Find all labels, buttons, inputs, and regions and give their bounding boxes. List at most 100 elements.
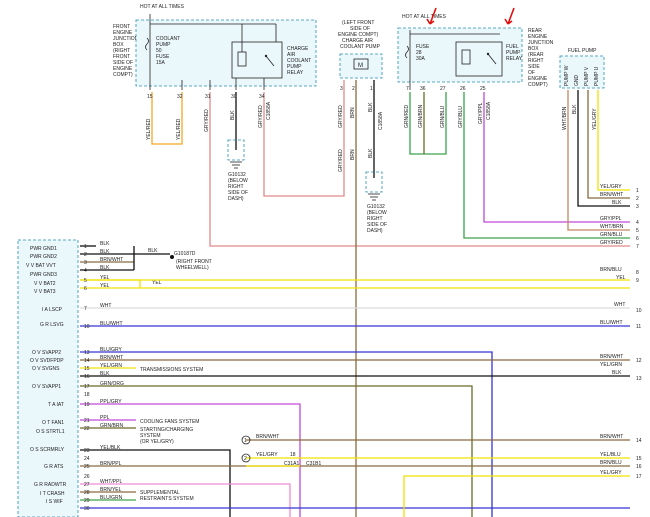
svg-text:BLK: BLK [100, 241, 110, 247]
svg-text:6: 6 [636, 236, 639, 242]
svg-text:(BELOW: (BELOW [228, 178, 248, 184]
svg-text:GRY/BLU: GRY/BLU [458, 106, 464, 128]
svg-text:(RIGHT FRONT: (RIGHT FRONT [176, 259, 212, 265]
svg-text:BLK: BLK [368, 102, 374, 112]
svg-text:50: 50 [156, 48, 162, 54]
ecm-pin-labels: PWR GND1 PWR GND2 V V BAT VVT PWR GND3 V… [26, 246, 67, 505]
svg-text:G R LSVG: G R LSVG [40, 322, 64, 328]
svg-text:31: 31 [205, 94, 211, 100]
rear-junction-box-label: REAR ENGINE JUNCTION BOX (REAR RIGHT SID… [528, 28, 554, 88]
svg-text:O S STRTL1: O S STRTL1 [36, 429, 65, 435]
svg-text:14: 14 [84, 358, 90, 364]
svg-text:GRN/BRN: GRN/BRN [418, 105, 424, 128]
svg-text:1: 1 [84, 244, 87, 250]
wire-gry-red-34 [263, 80, 345, 197]
svg-text:SIDE: SIDE [528, 64, 540, 70]
svg-text:GRY/RED: GRY/RED [600, 240, 623, 246]
svg-text:COOLING FANS SYSTEM: COOLING FANS SYSTEM [140, 419, 199, 425]
svg-text:COMPT): COMPT) [528, 82, 548, 88]
coolant-pump-fuse: COOLANT PUMP 50 FUSE 15A [145, 36, 180, 66]
splice-1-icon [241, 435, 251, 445]
ground-g10132-left-label: G10132 (BELOW RIGHT SIDE OF DASH) [228, 172, 248, 202]
svg-text:26: 26 [84, 474, 90, 480]
wire-ppl-gry [80, 403, 301, 517]
charge-air-coolant-pump [339, 53, 383, 79]
charge-air-coolant-pump-relay: CHARGE AIR COOLANT PUMP RELAY [231, 24, 311, 79]
wire-gry-red-31 [209, 92, 630, 247]
wire-brn-wht-fp [587, 90, 630, 199]
svg-text:15: 15 [636, 456, 642, 462]
wire-gry-ppl [483, 92, 630, 223]
svg-text:ENGINE: ENGINE [528, 76, 548, 82]
svg-text:GRY/RED: GRY/RED [338, 149, 344, 172]
svg-text:29: 29 [84, 498, 90, 504]
svg-text:BRN/YEL: BRN/YEL [100, 487, 122, 493]
svg-text:C1858A: C1858A [378, 111, 384, 130]
svg-text:FUSE: FUSE [156, 54, 170, 60]
svg-text:(RIGHT: (RIGHT [113, 48, 130, 54]
svg-text:13: 13 [84, 350, 90, 356]
top-pin-numbers: 15 32 31 30 34 2 3 1 7 36 27 26 25 [147, 86, 486, 100]
svg-text:BRN/WHT: BRN/WHT [100, 355, 123, 361]
svg-text:14: 14 [636, 438, 642, 444]
svg-text:BLK: BLK [572, 104, 578, 114]
svg-text:FUSE: FUSE [416, 44, 430, 50]
svg-text:BRN/BLU: BRN/BLU [600, 460, 622, 466]
svg-text:SIDE OF: SIDE OF [113, 60, 133, 66]
svg-text:BOX: BOX [113, 42, 124, 48]
svg-text:15: 15 [84, 366, 90, 372]
svg-text:PWR GND2: PWR GND2 [30, 254, 57, 260]
hot-label-front: HOT AT ALL TIMES [140, 4, 185, 10]
svg-text:RELAY: RELAY [287, 70, 304, 76]
svg-text:YEL/BLU: YEL/BLU [600, 452, 621, 458]
svg-text:GRN/BLU: GRN/BLU [440, 105, 446, 128]
svg-text:WHEELWELL): WHEELWELL) [176, 265, 209, 271]
svg-text:7: 7 [636, 244, 639, 250]
svg-text:PPL: PPL [100, 415, 110, 421]
svg-text:GRN/BRN: GRN/BRN [100, 423, 123, 429]
svg-text:O V SVGNS: O V SVGNS [32, 366, 60, 372]
svg-text:(BELOW: (BELOW [367, 210, 387, 216]
svg-text:YEL/GRN: YEL/GRN [600, 362, 622, 368]
svg-text:12: 12 [636, 358, 642, 364]
svg-text:24: 24 [84, 456, 90, 462]
svg-text:2: 2 [636, 196, 639, 202]
svg-text:RIGHT: RIGHT [528, 58, 544, 64]
svg-text:ENGINE COMPT): ENGINE COMPT) [338, 32, 379, 38]
svg-text:FRONT: FRONT [113, 54, 130, 60]
splice-2-icon [241, 453, 251, 463]
svg-text:28: 28 [416, 50, 422, 56]
svg-text:2: 2 [244, 456, 247, 462]
svg-text:AIR: AIR [287, 52, 296, 58]
svg-text:27: 27 [440, 86, 446, 92]
svg-text:I T CRASH: I T CRASH [40, 491, 65, 497]
svg-text:O V SVDFPDP: O V SVDFPDP [30, 358, 64, 364]
svg-text:BLU/WHT: BLU/WHT [600, 320, 623, 326]
svg-text:I A LSCP: I A LSCP [42, 307, 63, 313]
charge-air-coolant-pump-label: (LEFT FRONT SIDE OF ENGINE COMPT) CHARGE… [338, 20, 381, 50]
svg-text:BLU/WHT: BLU/WHT [100, 321, 123, 327]
svg-text:26: 26 [460, 86, 466, 92]
svg-text:DASH): DASH) [228, 196, 244, 202]
wire-yel-gry-fp [597, 90, 630, 191]
wire-yel-red [151, 92, 183, 145]
svg-text:V V BAT VVT: V V BAT VVT [26, 263, 56, 269]
right-wire-colors: YEL/GRY BRN/WHT BLK GRY/PPL WHT/BRN GRN/… [600, 184, 626, 476]
right-pin-numbers: 1 2 3 4 5 6 7 8 9 10 11 12 13 14 15 16 1… [636, 188, 642, 480]
hot-label-rear: HOT AT ALL TIMES [402, 14, 447, 20]
svg-text:(LEFT FRONT: (LEFT FRONT [342, 20, 374, 26]
wire-yel-blk [80, 449, 231, 517]
svg-text:BRN/BLU: BRN/BLU [600, 267, 622, 273]
svg-text:BLK: BLK [612, 370, 622, 376]
svg-text:13: 13 [636, 376, 642, 382]
ground-g10132-right-label: G10132 (BELOW RIGHT SIDE OF DASH) [367, 204, 387, 234]
svg-text:WHT/PPL: WHT/PPL [100, 479, 122, 485]
svg-text:30: 30 [84, 506, 90, 512]
fuel-pump-pins: PUMP W GND PUMP V PUMP U [564, 65, 600, 86]
front-junction-box-label: FRONT ENGINE JUNCTION BOX (RIGHT FRONT S… [113, 24, 139, 78]
system-references: TRANSMISSIONS SYSTEM COOLING FANS SYSTEM… [140, 367, 203, 502]
svg-text:PUMP V: PUMP V [584, 66, 590, 86]
svg-text:WHT/BRN: WHT/BRN [600, 224, 624, 230]
svg-text:V V BAT2: V V BAT2 [34, 281, 56, 287]
